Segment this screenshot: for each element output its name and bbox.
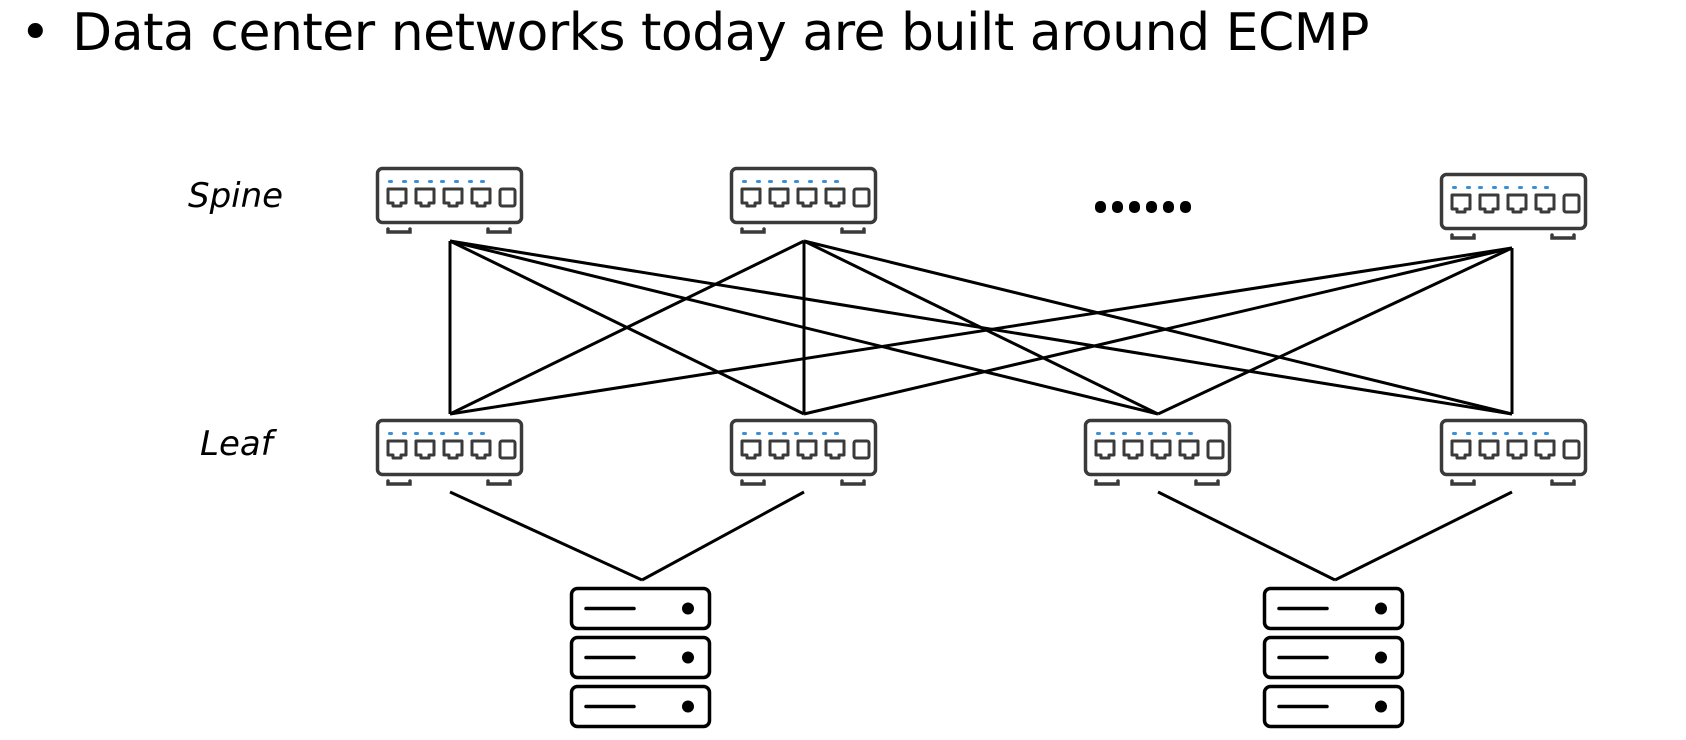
server-rack-icon — [569, 586, 712, 729]
spine-switch-icon — [1439, 172, 1588, 240]
link — [1157, 246, 1513, 416]
spine-label: Spine — [188, 176, 284, 216]
slide-title-text: Data center networks today are built aro… — [72, 3, 1370, 63]
link — [641, 490, 805, 582]
link — [1334, 490, 1513, 582]
bullet-point: • — [20, 3, 51, 63]
ellipsis-dots — [1095, 201, 1191, 213]
leaf-switch-icon — [375, 418, 524, 486]
link — [803, 246, 1513, 416]
link — [449, 246, 1513, 416]
leaf-switch-icon — [1439, 418, 1588, 486]
link — [1157, 490, 1336, 582]
link — [803, 239, 1513, 416]
server-rack-icon — [1262, 586, 1405, 729]
leaf-label: Leaf — [200, 424, 273, 464]
spine-switch-icon — [729, 166, 878, 234]
leaf-switch-icon — [729, 418, 878, 486]
spine-leaf-links — [448, 239, 1514, 416]
leaf-server-links — [449, 490, 1513, 582]
leaf-switch-icon — [1083, 418, 1232, 486]
link — [449, 490, 643, 582]
spine-switch-icon — [375, 166, 524, 234]
link — [803, 239, 1159, 416]
slide-title: • Data center networks today are built ar… — [20, 0, 1370, 66]
link — [449, 239, 805, 416]
